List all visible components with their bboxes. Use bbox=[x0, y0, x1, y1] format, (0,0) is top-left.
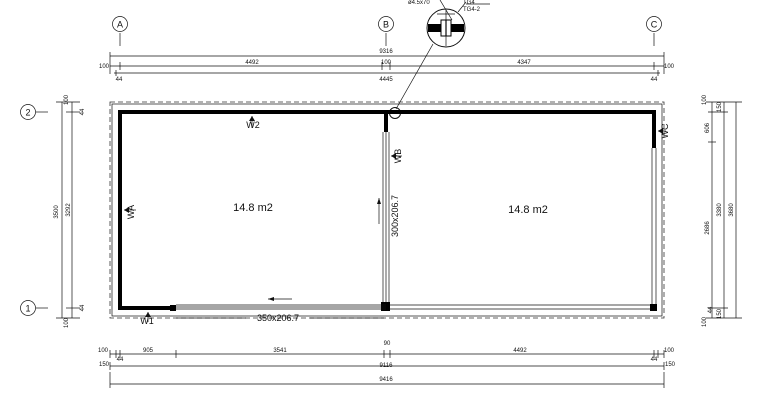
dim-bottom-left-end: 100 bbox=[98, 348, 109, 354]
dim-bottom-150-right: 150 bbox=[665, 362, 676, 368]
wall-tag-wb: WB bbox=[391, 149, 403, 164]
dim-right-100-bottom: 100 bbox=[702, 316, 708, 327]
wall-tag-wb-label: WB bbox=[393, 149, 403, 164]
detail-tg2-label: TG4-2 bbox=[463, 7, 481, 13]
dim-top-inner-right: 44 bbox=[651, 77, 658, 83]
axis-bubble-1 bbox=[20, 300, 36, 316]
dim-top-seg-mid: 100 bbox=[381, 60, 392, 66]
axis-bubble-c bbox=[646, 16, 662, 32]
dim-right-100-top: 100 bbox=[702, 94, 708, 105]
dim-right-150-bottom: 150 bbox=[717, 308, 723, 319]
wall-tag-wa-label: WA bbox=[126, 205, 136, 219]
room-left-area: 14.8 m2 bbox=[233, 202, 273, 214]
dim-bottom-9116: 9116 bbox=[380, 363, 394, 369]
dim-left-100-top: 100 bbox=[64, 94, 70, 105]
dim-right-44: 44 bbox=[708, 306, 714, 313]
dim-bottom-44-right: 44 bbox=[651, 357, 658, 363]
dim-top-seg-left: 4492 bbox=[245, 60, 259, 66]
dim-top-seg-right: 4347 bbox=[517, 60, 531, 66]
top-dimensions: 9316 100 4492 100 4347 100 44 4445 44 bbox=[99, 49, 675, 83]
axis-bubble-a bbox=[112, 16, 128, 32]
dim-bottom-150-left: 150 bbox=[99, 362, 110, 368]
axis-label-b: B bbox=[383, 20, 389, 30]
axis-label-a: A bbox=[117, 20, 123, 30]
dim-bottom-905: 905 bbox=[143, 348, 154, 354]
dim-top-overall: 9316 bbox=[379, 49, 393, 55]
wall-tag-w2: W2 bbox=[246, 116, 260, 130]
dim-bottom-3541: 3541 bbox=[273, 348, 287, 354]
dim-right-2686: 2686 bbox=[705, 221, 711, 235]
dim-right-150-top: 150 bbox=[717, 101, 723, 112]
connection-detail: ø4.5x70 TG4 TG4-2 bbox=[389, 0, 490, 119]
dim-right-3380: 3380 bbox=[717, 203, 723, 217]
wall-tag-wc: WC bbox=[658, 123, 670, 139]
dim-left-44-top: 44 bbox=[80, 108, 86, 115]
wall-tag-wa: WA bbox=[124, 205, 136, 219]
right-dimensions: 100 150 606 2686 3380 3680 44 100 150 bbox=[702, 94, 742, 327]
opening-bottom: 350x206.7 bbox=[176, 313, 384, 323]
dim-left-3500: 3500 bbox=[54, 205, 60, 219]
wall-tag-w2-label: W2 bbox=[246, 120, 260, 130]
glazing bbox=[176, 132, 657, 310]
room-right-area: 14.8 m2 bbox=[508, 204, 548, 216]
opening-label-middle: 300x206.7 bbox=[390, 195, 400, 237]
dim-bottom-44-left: 44 bbox=[117, 357, 124, 363]
detail-screw-label: ø4.5x70 bbox=[408, 0, 430, 6]
building-outline bbox=[109, 101, 665, 319]
left-dimensions: 100 44 3500 3292 44 100 bbox=[54, 94, 86, 328]
opening-label-bottom: 350x206.7 bbox=[257, 313, 299, 323]
axis-label-1: 1 bbox=[25, 304, 30, 314]
dim-bottom-4492: 4492 bbox=[513, 348, 527, 354]
wall-tag-wc-label: WC bbox=[660, 123, 670, 138]
axis-label-2: 2 bbox=[25, 108, 30, 118]
dim-top-right-end: 100 bbox=[664, 64, 675, 70]
detail-tg-label: TG4 bbox=[463, 0, 475, 6]
axis-bubble-b bbox=[378, 16, 394, 32]
dim-top-left-end: 100 bbox=[99, 64, 110, 70]
bottom-dimensions: 100 905 3541 90 4492 100 150 44 9116 44 … bbox=[98, 341, 676, 388]
dim-left-44-bottom: 44 bbox=[80, 304, 86, 311]
wall-tag-w1-label: W1 bbox=[140, 316, 154, 326]
dim-left-100-bottom: 100 bbox=[64, 317, 70, 328]
walls bbox=[118, 110, 657, 311]
dim-bottom-overall: 9416 bbox=[379, 377, 393, 383]
axis-bubble-2 bbox=[20, 104, 36, 120]
grid-axes: A B C 2 1 bbox=[20, 16, 662, 316]
dim-right-606: 606 bbox=[705, 122, 711, 133]
dim-top-inner-mid: 4445 bbox=[379, 77, 393, 83]
dim-top-inner-left: 44 bbox=[116, 77, 123, 83]
dim-left-3292: 3292 bbox=[66, 203, 72, 217]
axis-label-c: C bbox=[651, 20, 658, 30]
dim-right-3680: 3680 bbox=[729, 203, 735, 217]
dim-bottom-90: 90 bbox=[384, 341, 391, 347]
dim-bottom-right-end: 100 bbox=[664, 348, 675, 354]
wall-tag-w1: W1 bbox=[140, 312, 154, 326]
